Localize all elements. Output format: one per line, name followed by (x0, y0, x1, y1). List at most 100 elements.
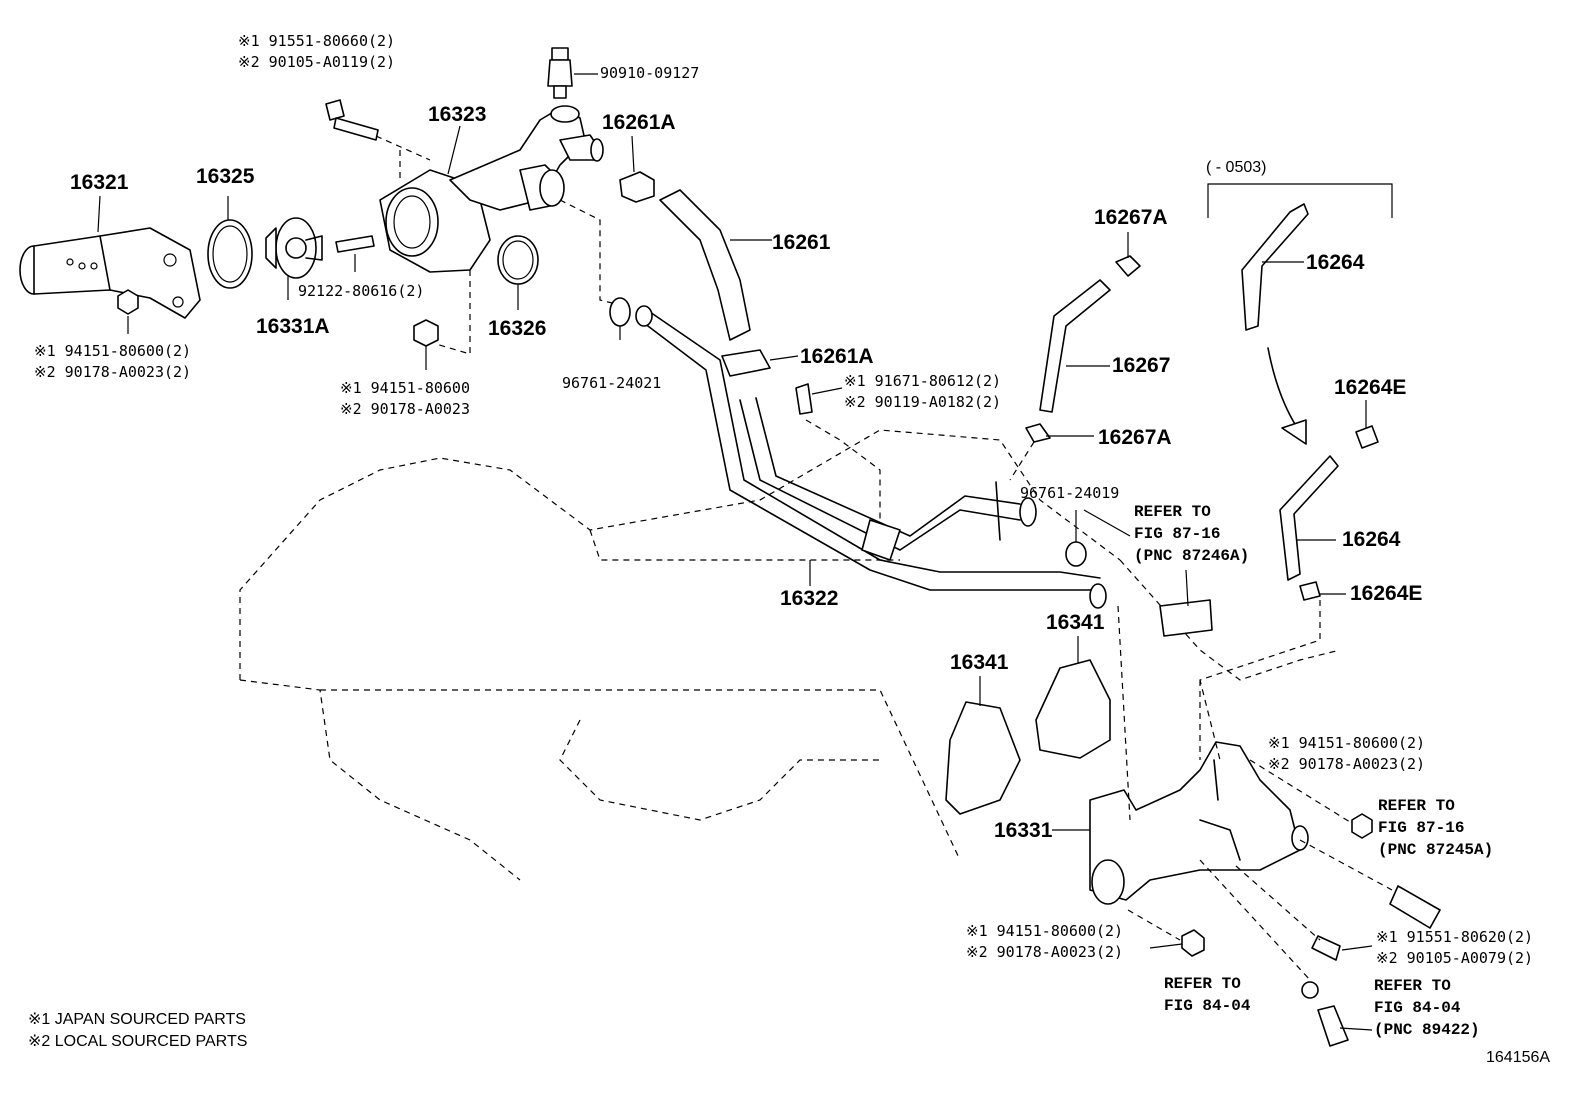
pn-bolt-clamp-1: ※1 91671-80612(2) (844, 372, 1002, 390)
refer-pipe-a (1159, 599, 1213, 637)
pn-nut-left: ※1 94151-80600(2) ※2 90178-A0023(2) (34, 344, 191, 386)
pn-sensor-top: 90910-09127 (600, 64, 700, 82)
label-16261A-top: 16261A (602, 111, 676, 134)
note-japan: ※1 JAPAN SOURCED PARTS (28, 1011, 246, 1028)
refer-84-04-a-1: REFER TO (1164, 975, 1241, 993)
pn-nut-bottom-2: ※2 90178-A0023(2) (966, 943, 1124, 961)
hose-16264-mid (1279, 455, 1339, 581)
pn-bolt-top: ※1 91551-80660(2) ※2 90105-A0119(2) (238, 34, 395, 76)
pn-gasket-24021: 96761-24021 (562, 374, 662, 392)
label-16325: 16325 (196, 165, 255, 188)
refer-87245A-3: (PNC 87245A) (1378, 841, 1494, 859)
label-16261A-mid: 16261A (800, 345, 874, 368)
thermostat-16331A (265, 217, 323, 279)
label-16321: 16321 (70, 171, 129, 194)
label-16267: 16267 (1112, 354, 1171, 377)
pn-nut-left-1: ※1 94151-80600(2) (34, 342, 192, 360)
label-16322: 16322 (780, 587, 839, 610)
leader-lines (97, 73, 1373, 1031)
refer-87245A: REFER TO FIG 87-16 (PNC 87245A) (1378, 798, 1493, 864)
refer-87246A-1: REFER TO (1134, 503, 1211, 521)
label-16326: 16326 (488, 317, 547, 340)
pn-bolt-top-1: ※1 91551-80660(2) (238, 32, 396, 50)
nut-center-icon (413, 319, 439, 347)
date-range: ( - 0503) (1206, 159, 1267, 176)
assembly-lines (375, 135, 1393, 981)
arrow-icon (1267, 347, 1301, 433)
clamp-16264E-top-icon (1355, 425, 1379, 449)
pn-bolt-clamp: ※1 91671-80612(2) ※2 90119-A0182(2) (844, 374, 1001, 416)
label-16331A: 16331A (256, 315, 330, 338)
pn-bolt-bottom-2: ※2 90105-A0079(2) (1376, 949, 1534, 967)
refer-89422-2: FIG 84-04 (1374, 999, 1461, 1017)
engine-outline (239, 429, 1341, 881)
label-16264-mid: 16264 (1342, 528, 1401, 551)
water-inlet-housing-16323 (379, 105, 604, 273)
refer-pipe-b (1389, 885, 1441, 929)
gasket-16341-a (945, 701, 1021, 815)
label-16264-top: 16264 (1306, 251, 1365, 274)
clamp-16267A-top-icon (1115, 255, 1141, 277)
pn-nut-bottom: ※1 94151-80600(2) ※2 90178-A0023(2) (966, 924, 1123, 966)
refer-87246A-3: (PNC 87246A) (1134, 547, 1250, 565)
refer-84-04-a: REFER TO FIG 84-04 (1164, 976, 1250, 1020)
label-16341-a: 16341 (950, 651, 1009, 674)
clamp-16261A-top-icon (619, 171, 655, 203)
pn-gasket-24019: 96761-24019 (1020, 484, 1120, 502)
sensor-bottom-icon (1317, 1005, 1349, 1047)
pipe-16322 (635, 305, 1107, 609)
hose-16267 (1039, 279, 1111, 413)
pn-bolt-top-2: ※2 90105-A0119(2) (238, 53, 396, 71)
label-16331: 16331 (994, 819, 1053, 842)
refer-87246A: REFER TO FIG 87-16 (PNC 87246A) (1134, 504, 1249, 570)
gasket-16341-b (1035, 659, 1111, 759)
nut-left-icon (117, 289, 139, 315)
clamp-16261A-mid-icon (721, 349, 771, 377)
label-16261: 16261 (772, 231, 831, 254)
refer-89422-3: (PNC 89422) (1374, 1021, 1480, 1039)
note-local: ※2 LOCAL SOURCED PARTS (28, 1033, 248, 1050)
sensor-top-icon (547, 47, 573, 99)
refer-87245A-2: FIG 87-16 (1378, 819, 1465, 837)
nut-right-icon (1351, 813, 1373, 839)
refer-89422-1: REFER TO (1374, 977, 1451, 995)
clamp-16267A-mid-icon (1025, 423, 1051, 443)
label-16267A-top: 16267A (1094, 206, 1168, 229)
pn-bolt-clamp-2: ※2 90119-A0182(2) (844, 393, 1002, 411)
bolt-top-icon (325, 99, 379, 141)
housing-16331 (1089, 741, 1309, 905)
pn-bolt-bottom: ※1 91551-80620(2) ※2 90105-A0079(2) (1376, 930, 1533, 972)
refer-87246A-2: FIG 87-16 (1134, 525, 1221, 543)
nut-bottom-icon (1181, 929, 1205, 957)
label-16264E-mid: 16264E (1350, 582, 1423, 605)
hose-16264-top (1241, 203, 1309, 331)
gasket-96761-24019 (1065, 541, 1087, 567)
pn-nut-center-2: ※2 90178-A0023 (340, 400, 470, 418)
date-range-bracket (1207, 183, 1393, 218)
label-16341-b: 16341 (1046, 611, 1105, 634)
pn-nut-center: ※1 94151-80600 ※2 90178-A0023 (340, 381, 470, 423)
pn-nut-right: ※1 94151-80600(2) ※2 90178-A0023(2) (1268, 736, 1425, 778)
pn-nut-center-1: ※1 94151-80600 (340, 379, 470, 397)
gasket-16326 (497, 235, 539, 285)
pn-bolt-bottom-1: ※1 91551-80620(2) (1376, 928, 1534, 946)
gasket-16325 (207, 219, 253, 289)
notes: ※1 JAPAN SOURCED PARTS ※2 LOCAL SOURCED … (28, 1012, 247, 1056)
pn-nut-right-2: ※2 90178-A0023(2) (1268, 755, 1426, 773)
bolt-bottom-icon (1311, 935, 1341, 961)
refer-87245A-1: REFER TO (1378, 797, 1455, 815)
bolt-clamp-icon (795, 383, 813, 415)
pn-nut-left-2: ※2 90178-A0023(2) (34, 363, 192, 381)
refer-89422: REFER TO FIG 84-04 (PNC 89422) (1374, 978, 1480, 1044)
washer-bottom-icon (1301, 981, 1319, 999)
label-16267A-mid: 16267A (1098, 426, 1172, 449)
stud-icon (335, 235, 375, 253)
pn-nut-bottom-1: ※1 94151-80600(2) (966, 922, 1124, 940)
pn-nut-right-1: ※1 94151-80600(2) (1268, 734, 1426, 752)
label-16323: 16323 (428, 103, 487, 126)
water-outlet-16321 (19, 227, 201, 319)
pn-stud: 92122-80616(2) (298, 282, 425, 300)
clamp-16264E-mid-icon (1299, 581, 1321, 601)
hose-16261 (659, 189, 751, 341)
